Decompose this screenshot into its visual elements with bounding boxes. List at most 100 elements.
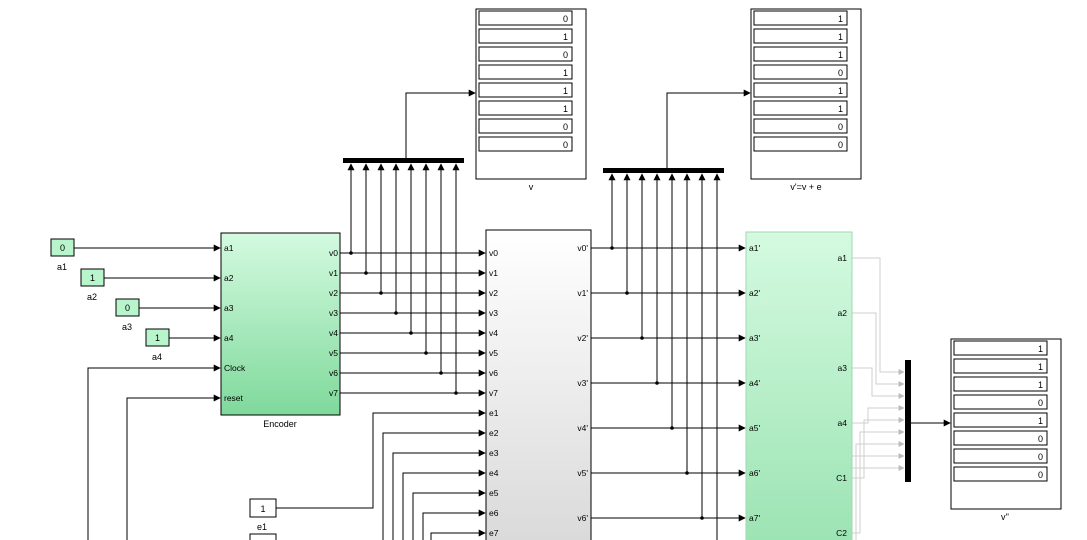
- source-a3[interactable]: 0 a3: [115, 298, 140, 332]
- display-v-prime-cell: [753, 46, 848, 62]
- display-v-prime-cell-value: 0: [838, 68, 843, 78]
- channel-input-port: e1: [489, 408, 499, 418]
- branch-point: [610, 246, 614, 250]
- wire-decoder-out-2: [852, 367, 905, 399]
- source-a4-value: 1: [155, 333, 160, 343]
- source-a1-label: a1: [57, 262, 67, 272]
- decoder-output-port: a1: [838, 253, 848, 263]
- mux-bar-v-prime[interactable]: [603, 168, 724, 173]
- display-v-label: v: [529, 182, 534, 192]
- source-a1[interactable]: 0 a1: [50, 238, 75, 272]
- branch-point: [364, 271, 368, 275]
- source-a2-value: 1: [90, 273, 95, 283]
- encoder-output-port: v3: [329, 308, 338, 318]
- encoder-label: Encoder: [263, 419, 297, 429]
- branch-point: [655, 381, 659, 385]
- source-e1[interactable]: 1 e1: [249, 498, 277, 532]
- wire-e4: [402, 469, 486, 540]
- decoder-block[interactable]: [745, 231, 853, 540]
- encoder-output-port: v5: [329, 348, 338, 358]
- channel-input-port: v4: [489, 328, 498, 338]
- display-v-cell: [478, 10, 573, 26]
- display-v-prime-cell-value: 1: [838, 86, 843, 96]
- channel-output-port: v6': [577, 513, 588, 523]
- encoder-input-port: Clock: [224, 363, 246, 373]
- display-v-dprime-cell-value: 0: [1038, 452, 1043, 462]
- display-v-cell-value: 1: [563, 86, 568, 96]
- branch-point: [700, 516, 704, 520]
- source-a2[interactable]: 1 a2: [80, 268, 105, 302]
- channel-input-port: v1: [489, 268, 498, 278]
- channel-input-port: e6: [489, 508, 499, 518]
- branch-point: [439, 371, 443, 375]
- encoder-block[interactable]: Encoder: [220, 232, 341, 429]
- decoder-output-port: C1: [836, 473, 847, 483]
- source-e2[interactable]: [249, 533, 277, 540]
- channel-output-port: v1': [577, 288, 588, 298]
- wire-decoder-out-0: [852, 257, 905, 375]
- wire-clock: [87, 364, 221, 540]
- wire-decoder-out-4: [852, 417, 905, 479]
- wire-e6: [422, 509, 486, 540]
- source-a4-label: a4: [152, 352, 162, 362]
- decoder-output-port: a4: [838, 418, 848, 428]
- mux-bar-v-dprime[interactable]: [905, 360, 911, 482]
- display-v-prime-cell: [753, 64, 848, 80]
- wire-decoder-extra: [855, 441, 905, 540]
- display-v-cell: [478, 82, 573, 98]
- display-v-prime-cell-value: 1: [838, 50, 843, 60]
- display-v-prime-cell: [753, 136, 848, 152]
- decoder-output-port: a3: [838, 363, 848, 373]
- branch-point: [424, 351, 428, 355]
- display-v-cell: [478, 136, 573, 152]
- display-v-dprime-cell-value: 1: [1038, 380, 1043, 390]
- channel-block[interactable]: [485, 229, 592, 540]
- encoder-input-port: a1: [224, 243, 234, 253]
- display-v-cell-value: 1: [563, 68, 568, 78]
- channel-output-port: v4': [577, 423, 588, 433]
- display-v-cell: [478, 46, 573, 62]
- source-a3-value: 0: [125, 303, 130, 313]
- wire-decoder-out-5: [852, 429, 905, 534]
- display-v-dprime-cell-value: 0: [1038, 470, 1043, 480]
- display-v-cell: [478, 28, 573, 44]
- encoder-input-port: a2: [224, 273, 234, 283]
- encoder-input-port: reset: [224, 393, 244, 403]
- channel-input-port: v3: [489, 308, 498, 318]
- wire-e3: [392, 449, 486, 540]
- decoder-input-port: a3': [749, 333, 760, 343]
- display-v-dprime-cell: [953, 358, 1048, 374]
- source-a4[interactable]: 1 a4: [145, 328, 170, 362]
- channel-output-port: v3': [577, 378, 588, 388]
- wire-e2: [382, 429, 486, 540]
- encoder-input-port: a4: [224, 333, 234, 343]
- channel-input-port: v0: [489, 248, 498, 258]
- display-v-prime-cell-value: 1: [838, 14, 843, 24]
- display-v-prime-cell: [753, 100, 848, 116]
- display-v-dprime-cell-value: 0: [1038, 398, 1043, 408]
- branch-point: [670, 426, 674, 430]
- encoder-output-port: v0: [329, 248, 338, 258]
- display-v-cell-value: 0: [563, 50, 568, 60]
- display-v-prime-cell-value: 1: [838, 104, 843, 114]
- display-v-dprime-cell: [953, 376, 1048, 392]
- display-v-dprime-label: v'': [1001, 512, 1009, 522]
- branch-point: [349, 251, 353, 255]
- decoder-input-port: a2': [749, 288, 760, 298]
- display-v-prime-cell: [753, 10, 848, 26]
- mux-bar-v[interactable]: [343, 158, 464, 163]
- channel-input-port: v5: [489, 348, 498, 358]
- wire-decoder-out-1: [852, 312, 905, 387]
- encoder-output-port: v4: [329, 328, 338, 338]
- display-v-cell-value: 0: [563, 140, 568, 150]
- wire-reset: [126, 394, 221, 540]
- display-v-dprime-cell: [953, 448, 1048, 464]
- branch-point: [625, 291, 629, 295]
- display-v-prime-cell: [753, 118, 848, 134]
- decoder-output-port: a2: [838, 308, 848, 318]
- branch-point: [640, 336, 644, 340]
